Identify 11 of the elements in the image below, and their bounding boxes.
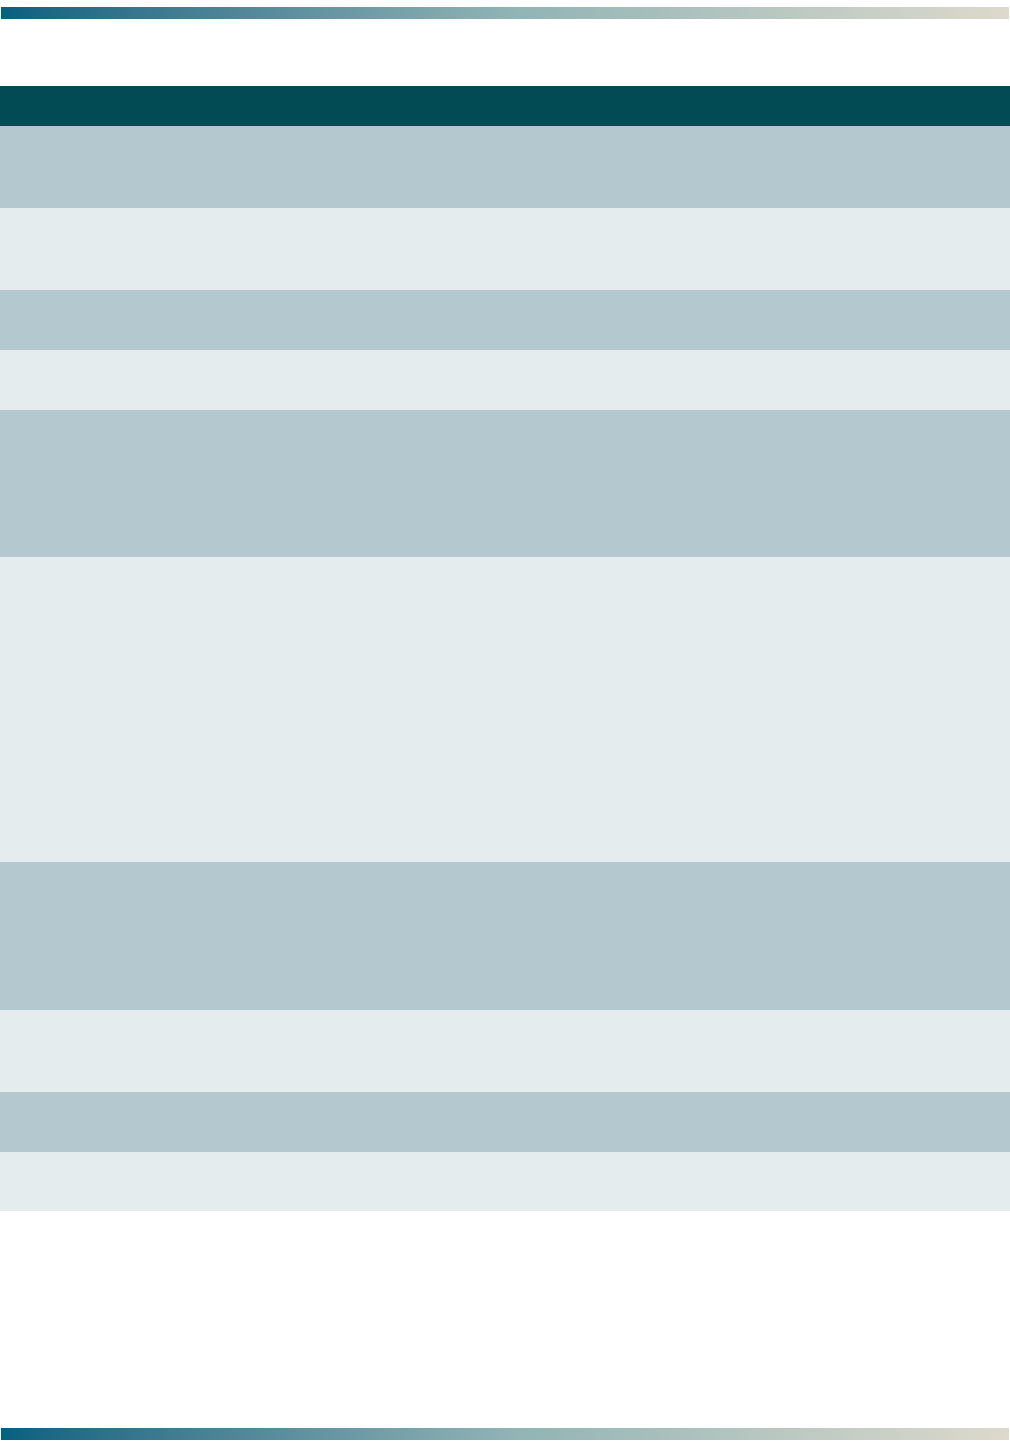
table-row-band [0, 862, 1010, 1010]
table-row-band [0, 557, 1010, 862]
table-row-band [0, 290, 1010, 350]
table-row-band [0, 1092, 1010, 1152]
table-row-band [0, 1152, 1010, 1211]
table-row-band [0, 410, 1010, 557]
table-row-band [0, 350, 1010, 410]
table-row-band [0, 1010, 1010, 1092]
table-row-band [0, 126, 1010, 208]
table-row-band [0, 208, 1010, 290]
table-row-band [0, 86, 1010, 126]
